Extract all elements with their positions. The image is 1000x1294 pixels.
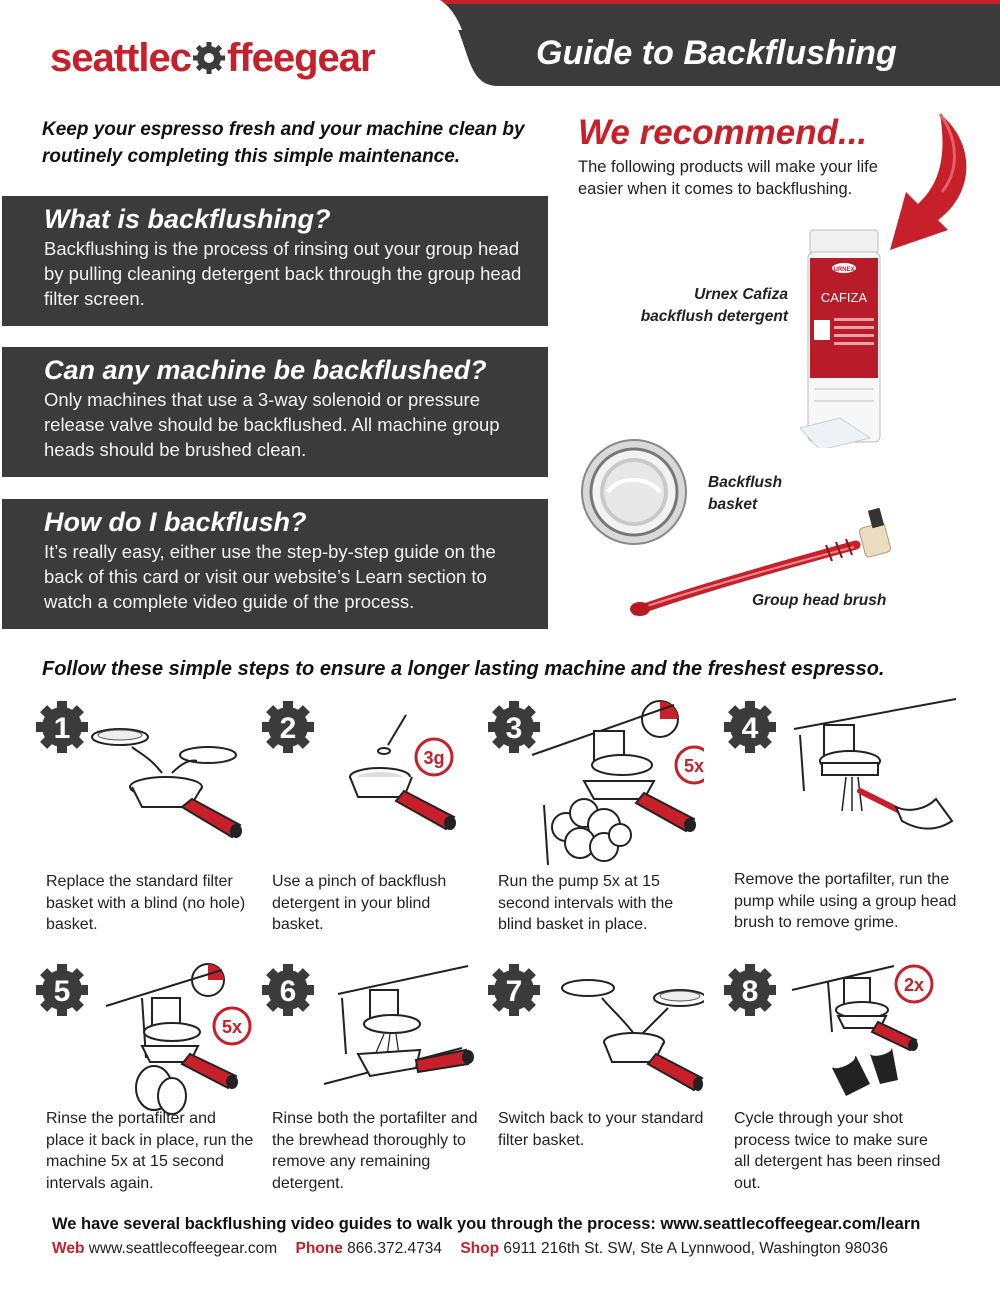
page-title: Guide to Backflushing bbox=[536, 34, 897, 72]
cafiza-product-image: URNEX CAFIZA bbox=[800, 229, 881, 448]
intro-text: Keep your espresso fresh and your machin… bbox=[42, 119, 525, 167]
step-badge: 2x bbox=[904, 975, 924, 995]
step-description: Remove the portafilter, run the pump whi… bbox=[734, 871, 957, 931]
footer-shop-address: 6911 216th St. SW, Ste A Lynnwood, Washi… bbox=[503, 1240, 888, 1257]
recommend-text: The following products will make your li… bbox=[578, 158, 878, 198]
product-name: CAFIZA bbox=[821, 290, 868, 305]
step-description: Replace the standard filter basket with … bbox=[46, 873, 246, 933]
step-description: Run the pump 5x at 15 second intervals w… bbox=[498, 873, 674, 933]
section-body: Only machines that use a 3-way solenoid … bbox=[44, 389, 500, 460]
gear-icon bbox=[192, 42, 225, 74]
arrow-icon bbox=[890, 113, 967, 250]
product-label-cafiza: Urnex Cafiza backflush detergent bbox=[640, 286, 788, 325]
recommend-heading: We recommend... bbox=[578, 113, 868, 152]
steps-heading: Follow these simple steps to ensure a lo… bbox=[42, 658, 885, 680]
step-badge: 3g bbox=[423, 748, 444, 768]
step-6: 6 Rinse both the portafilter and the bre… bbox=[258, 958, 478, 1192]
section-heading: What is backflushing? bbox=[44, 204, 331, 234]
footer-phone: 866.372.4734 bbox=[347, 1240, 442, 1257]
group-head-brush-image bbox=[630, 507, 892, 616]
step-2: 2 3g Use a pinch of backflush detergent … bbox=[258, 695, 478, 933]
footer-video-guides: We have several backflushing video guide… bbox=[52, 1215, 921, 1233]
section-heading: Can any machine be backflushed? bbox=[44, 355, 487, 385]
brand-logo: seattlec ffeegear bbox=[50, 36, 376, 81]
step-number: 5 bbox=[54, 975, 71, 1008]
step-4: 4 Remove the portafilter, run the pump w… bbox=[720, 695, 956, 931]
section-body: It’s really easy, either use the step-by… bbox=[44, 541, 496, 612]
step-number: 3 bbox=[506, 712, 523, 745]
header-banner bbox=[0, 0, 1000, 86]
info-box-what: What is backflushing? Backflushing is th… bbox=[2, 196, 548, 326]
step-number-gear-icon: 7 bbox=[488, 964, 540, 1016]
step-number-gear-icon: 3 bbox=[488, 701, 540, 753]
step-description: Switch back to your standard filter bask… bbox=[498, 1110, 704, 1149]
step-number-gear-icon: 5 bbox=[36, 964, 88, 1016]
step-number-gear-icon: 8 bbox=[724, 964, 776, 1016]
footer-contact: Web www.seattlecoffeegear.com Phone 866.… bbox=[52, 1240, 888, 1258]
step-number: 8 bbox=[742, 975, 759, 1008]
step-1: 1 Replace the standard filter basket wit… bbox=[32, 695, 252, 933]
step-number-gear-icon: 2 bbox=[262, 701, 314, 753]
step-number-gear-icon: 4 bbox=[724, 701, 776, 753]
step-7: 7 Switch back to your standard filter ba… bbox=[484, 958, 704, 1186]
step-8: 8 2x Cycle through your shot process twi… bbox=[720, 958, 940, 1192]
product-label-brush: Group head brush bbox=[752, 592, 887, 609]
step-badge: 5x bbox=[222, 1017, 242, 1037]
step-number-gear-icon: 1 bbox=[36, 701, 88, 753]
step-number: 1 bbox=[54, 712, 71, 745]
logo-text-end: ffeegear bbox=[226, 36, 376, 80]
step-number-gear-icon: 6 bbox=[262, 964, 314, 1016]
timer-icon bbox=[191, 963, 225, 997]
section-body: Backflushing is the process of rinsing o… bbox=[44, 238, 522, 309]
footer-phone-label: Phone bbox=[295, 1240, 343, 1257]
section-heading: How do I backflush? bbox=[44, 507, 307, 537]
info-box-how: How do I backflush? It’s really easy, ei… bbox=[2, 499, 548, 629]
logo-text-start: seattlec bbox=[50, 36, 192, 80]
step-number: 2 bbox=[280, 712, 297, 745]
footer-web-link[interactable]: www.seattlecoffeegear.com bbox=[88, 1240, 278, 1257]
backflush-basket-image bbox=[581, 439, 687, 545]
step-description: Use a pinch of backflush detergent in yo… bbox=[272, 873, 447, 933]
step-number: 7 bbox=[506, 975, 523, 1008]
step-number: 4 bbox=[742, 712, 759, 745]
step-description: Cycle through your shot process twice to… bbox=[734, 1110, 941, 1192]
info-box-can: Can any machine be backflushed? Only mac… bbox=[2, 347, 548, 477]
step-5: 5 5x Rinse the portafilter and place it … bbox=[32, 958, 253, 1192]
product-brand: URNEX bbox=[833, 267, 854, 273]
footer-web-label: Web bbox=[52, 1240, 85, 1257]
step-badge: 5x bbox=[684, 756, 704, 776]
step-3: 3 5x Run the pump 5x at 15 second interv… bbox=[484, 695, 704, 933]
step-description: Rinse both the portafilter and the brewh… bbox=[272, 1110, 478, 1192]
product-label-basket: Backflush basket bbox=[708, 474, 783, 513]
step-description: Rinse the portafilter and place it back … bbox=[46, 1110, 254, 1192]
timer-icon bbox=[641, 700, 679, 738]
step-number: 6 bbox=[280, 975, 297, 1008]
footer-shop-label: Shop bbox=[460, 1240, 500, 1257]
